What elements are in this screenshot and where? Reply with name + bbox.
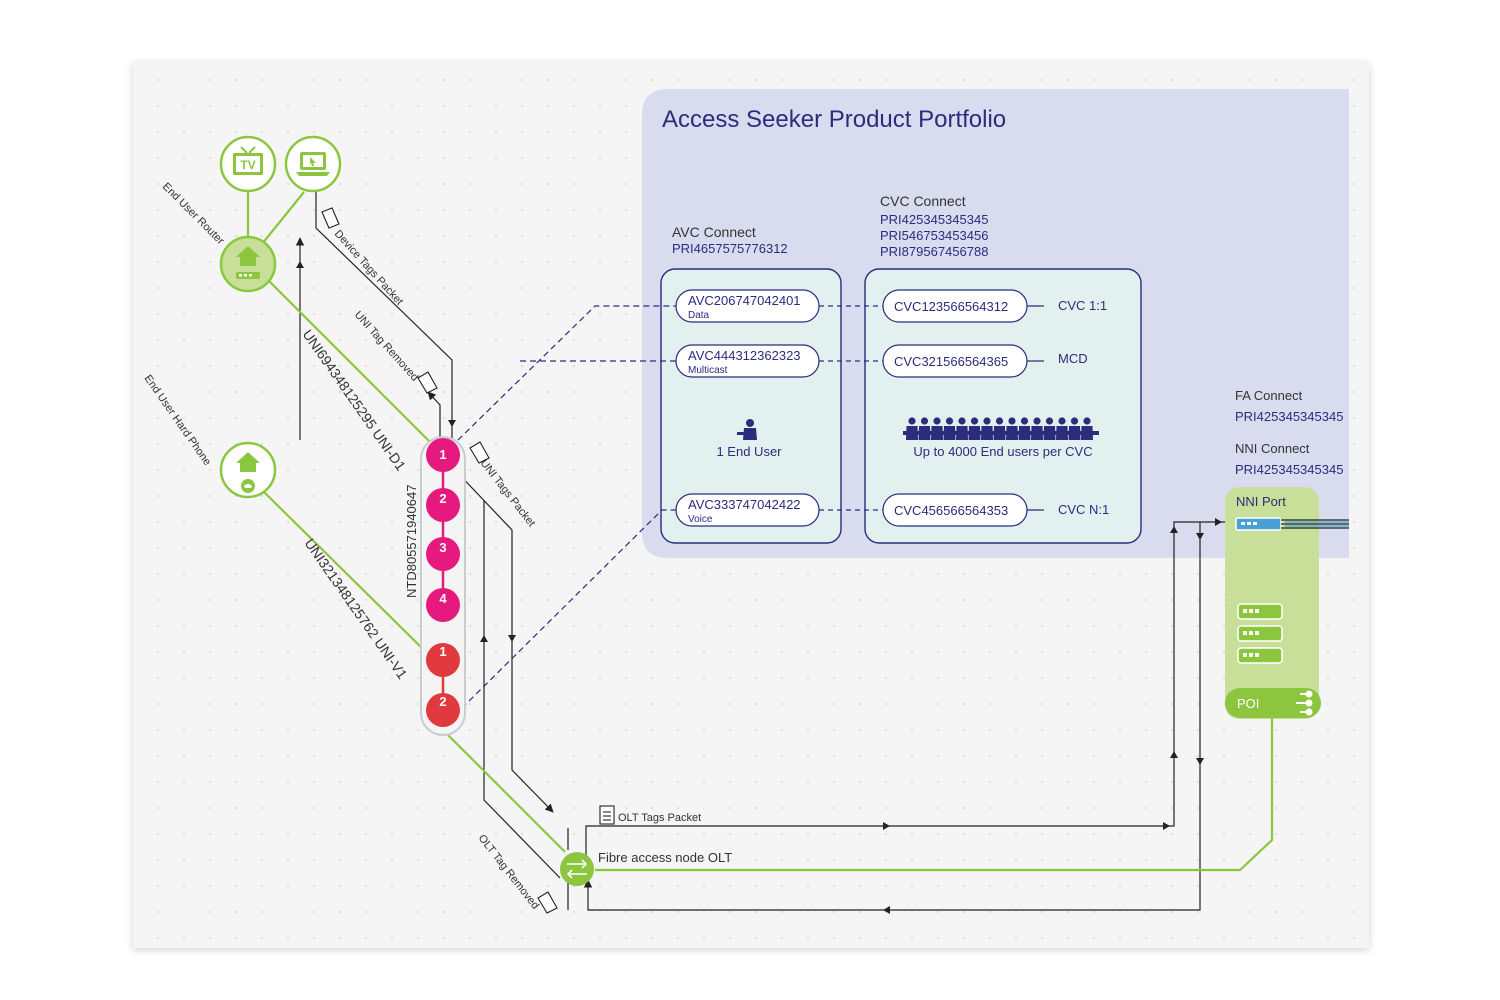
port-to-avc-voice-link [461,509,676,709]
one-end-user-label: 1 End User [716,444,782,459]
crowd-person-head [1070,417,1079,425]
nni-port-label: NNI Port [1236,494,1286,509]
fa-connect-label: FA Connect [1235,388,1303,403]
cvc-label-1: CVC 1:1 [1058,298,1107,313]
avc-pill-voice: AVC333747042422 Voice [675,493,820,527]
crowd-person-head [1008,417,1016,425]
cvc-connect-label: CVC Connect [880,193,966,209]
crowd-person-head [933,417,941,425]
packet-flow-lines [295,188,1225,911]
uni-v-port-2: 2 [426,693,460,727]
fibre-access-node-olt [560,852,594,886]
end-user-icon [737,419,757,440]
uni-d-port-3: 3 [426,537,460,571]
cvc-connect-id-1: PRI425345345345 [880,212,988,227]
cvc-id-3: CVC456566564353 [894,503,1008,518]
cvc-label-2: MCD [1058,351,1088,366]
crowd-person-head [1045,417,1054,425]
crowd-person-head [945,417,954,425]
crowd-person-head [1020,417,1029,425]
crowd-person-head [958,417,966,425]
crowd-person-head [1083,417,1091,425]
cvc-box [864,268,1142,544]
avc-pill-data: AVC206747042401 Data [675,289,820,323]
crowd-person-head [970,417,979,425]
avc-type-data: Data [688,310,710,321]
flow-arrowheads [296,261,1222,914]
nni-port-device-icon [1235,517,1282,531]
avc-id-voice: AVC333747042422 [688,497,801,512]
uni-d-port-4: 4 [426,588,460,622]
poi-server-icon [1237,603,1283,664]
crowd-person-head [995,417,1004,425]
nni-uplink-lines [1281,519,1349,529]
portfolio-title: Access Seeker Product Portfolio [662,106,1006,133]
olt-tags-packet-label: OLT Tags Packet [618,812,701,824]
cvc-id-2: CVC321566564365 [894,354,1008,369]
avc-id-multicast: AVC444312362323 [688,348,801,363]
home-icon [236,246,260,266]
end-user-router-node [219,235,277,293]
crowd-person-head [983,417,991,425]
avc-id-data: AVC206747042401 [688,293,801,308]
poi-connector-icon [1296,690,1313,716]
port-number: 2 [439,491,446,506]
port-number: 1 [439,644,446,659]
fibre-access-node-label: Fibre access node OLT [598,850,732,865]
router-icon [236,272,260,279]
nni-connect-label: NNI Connect [1235,441,1310,456]
port-number: 1 [439,447,446,462]
nni-connect-id: PRI425345345345 [1235,462,1343,477]
avc-connect-id: PRI4657575776312 [672,241,788,256]
port-number: 4 [439,591,447,606]
cvc-connect-id-3: PRI879567456788 [880,244,988,259]
end-users-per-cvc-label: Up to 4000 End users per CVC [913,444,1092,459]
avc-pill-multicast: AVC444312362323 Multicast [675,344,820,378]
poi-label: POI [1237,696,1259,711]
crowd-desk [903,431,1099,435]
uni-v-port-1: 1 [426,643,460,677]
crowd-person-head [1058,417,1066,425]
port-number: 3 [439,540,446,555]
cvc-pill-3: CVC456566564353 [882,493,1028,527]
packet-document-icons [321,207,615,914]
laptop-node [284,135,342,193]
green-links [246,191,1274,872]
crowd-person-head [908,417,916,425]
uni-d-port-1: 1 [426,438,460,472]
home-icon [236,452,260,472]
tv-node: TV [219,135,277,193]
olt-switch-icon [566,859,588,879]
cvc-pill-2: CVC321566564365 [882,344,1028,378]
cvc-label-3: CVC N:1 [1058,502,1109,517]
cvc-id-1: CVC123566564312 [894,299,1008,314]
avc-type-multicast: Multicast [688,365,728,376]
cvc-connect-id-2: PRI546753453456 [880,228,988,243]
end-users-crowd-icon [903,417,1099,440]
cvc-pill-1: CVC123566564312 [882,289,1028,323]
avc-type-voice: Voice [688,514,713,525]
laptop-icon [296,152,330,176]
avc-connect-label: AVC Connect [672,224,756,240]
uni-d-port-2: 2 [426,488,460,522]
crowd-person-head [920,417,929,425]
ntd-label: NTD805571940647 [404,485,419,598]
fa-connect-id: PRI425345345345 [1235,409,1343,424]
avc-box [660,268,842,544]
tv-icon: TV [240,158,255,172]
end-user-hard-phone-node [219,441,277,499]
port-number: 2 [439,694,446,709]
crowd-person-head [1033,417,1041,425]
port-to-avc-data-link [457,305,676,441]
poi-bar [1225,688,1321,718]
